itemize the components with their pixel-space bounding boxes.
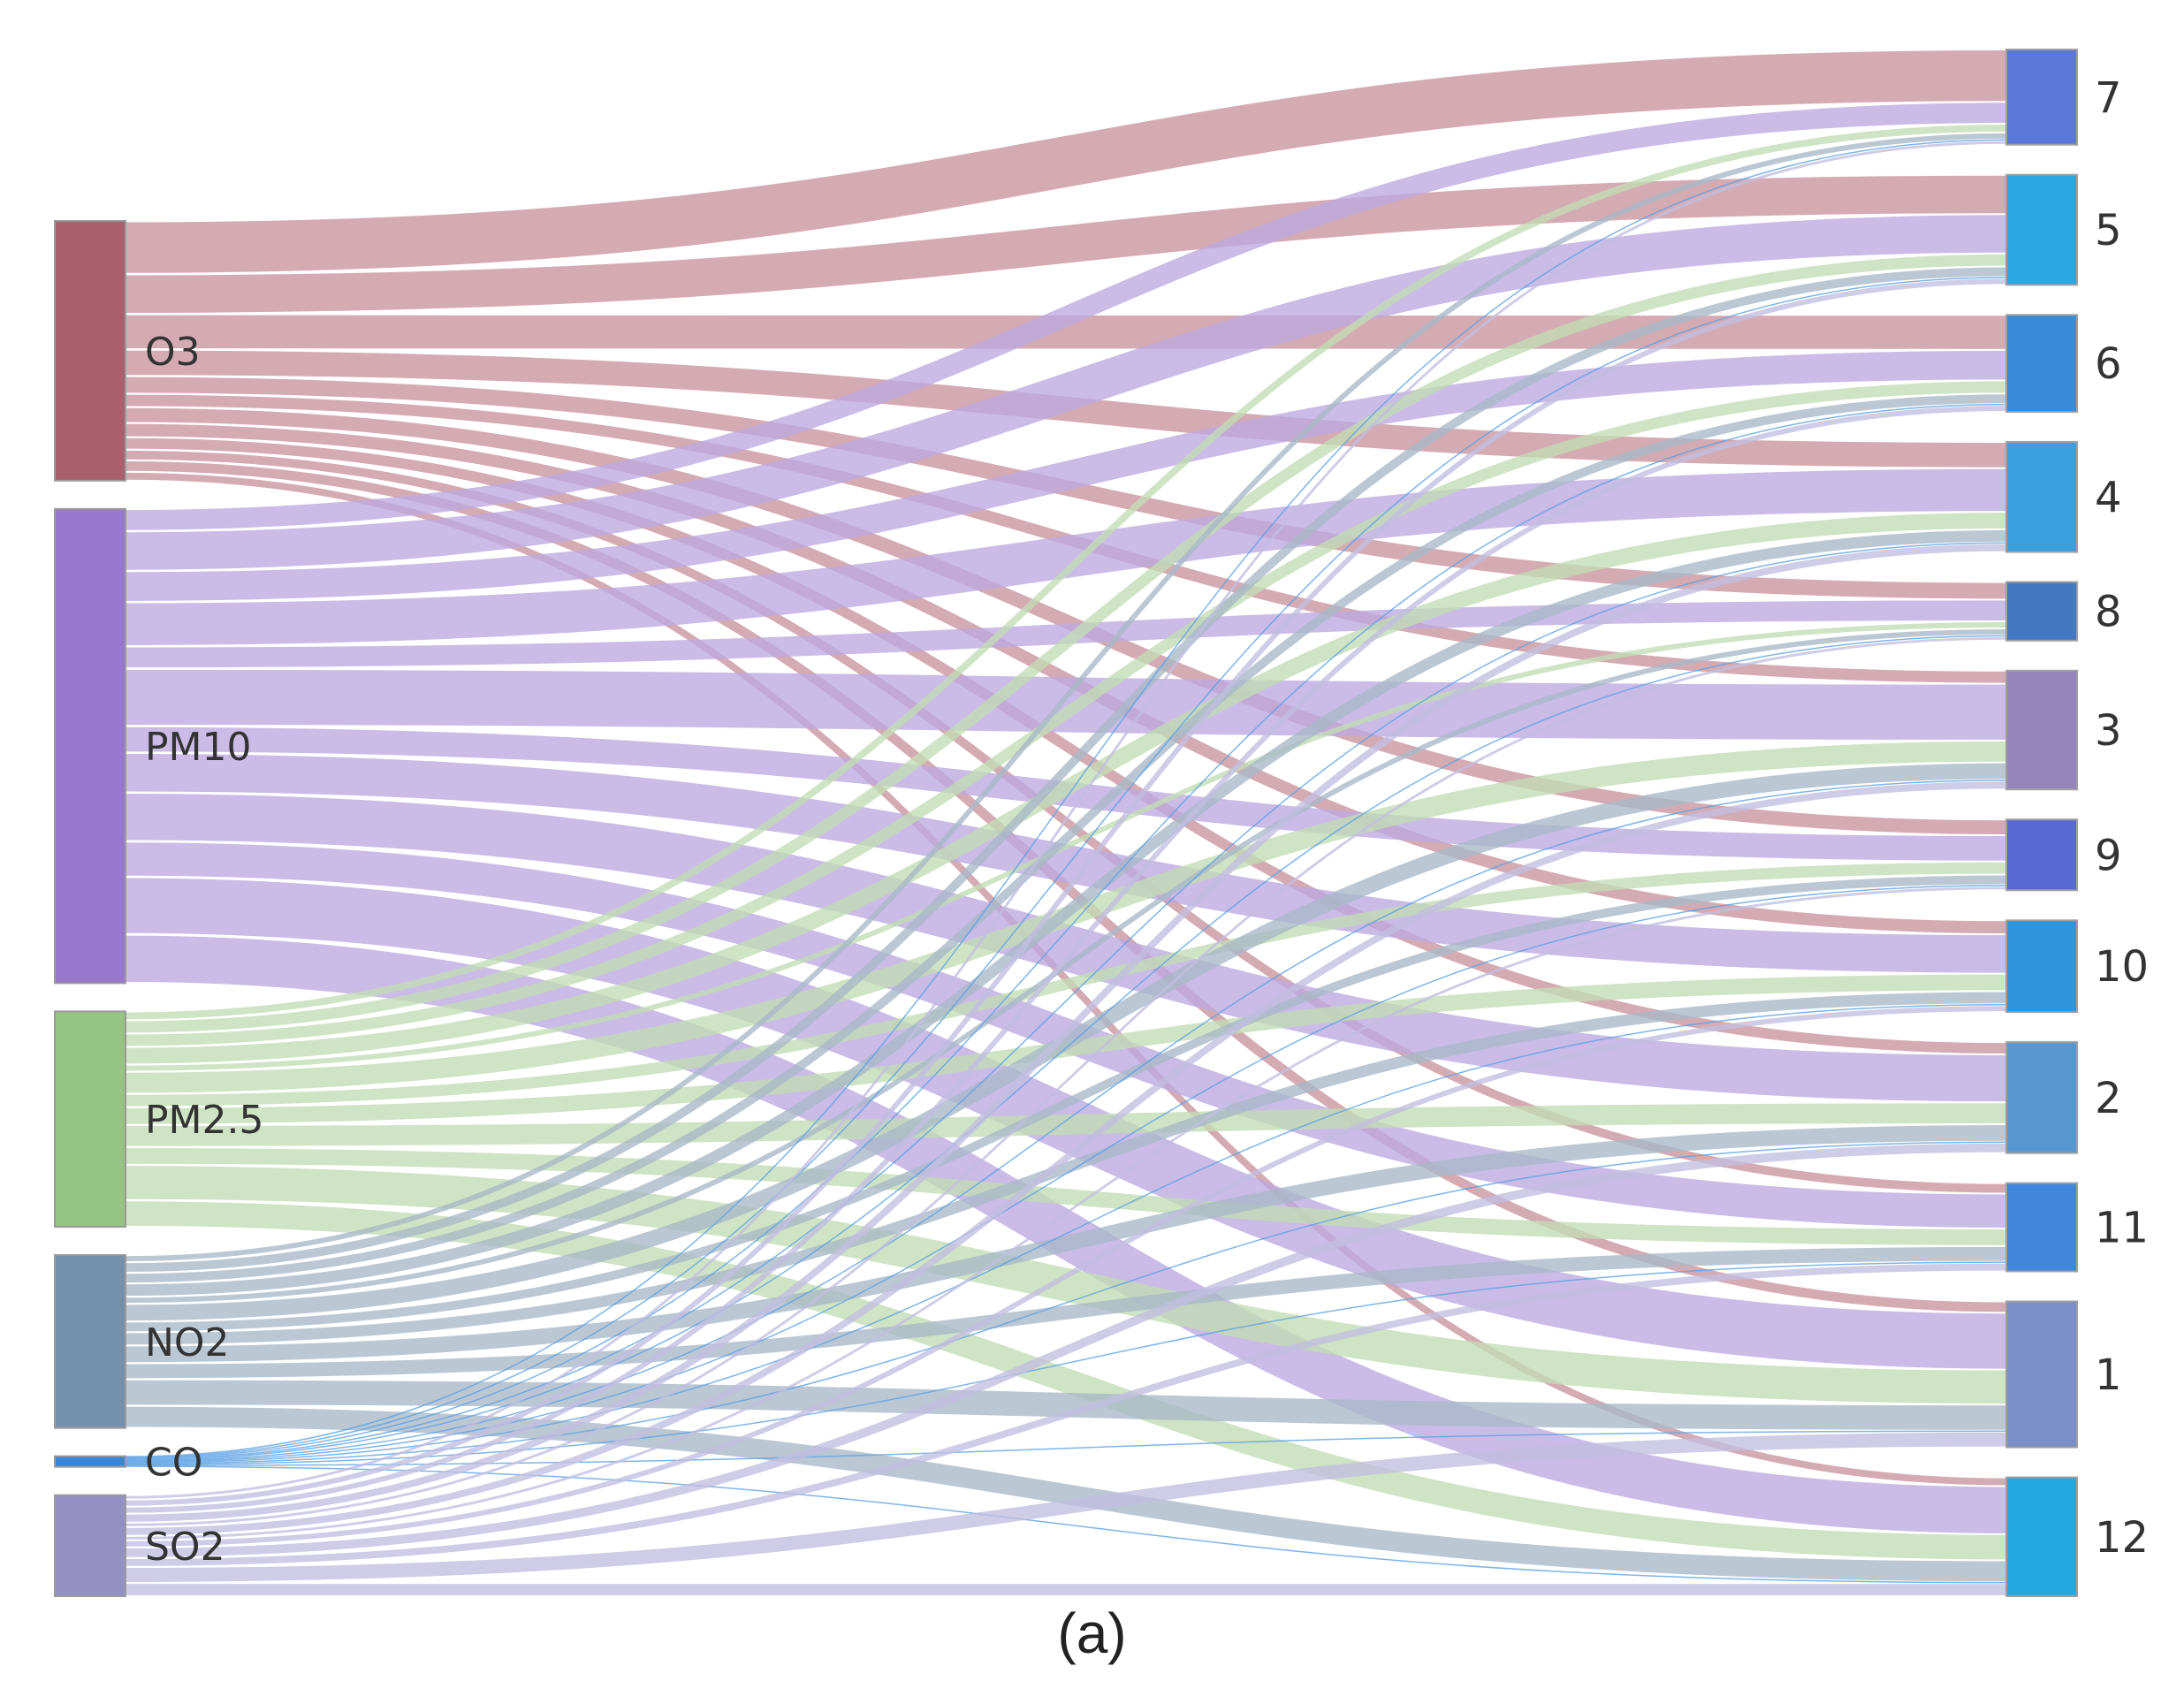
link-pm25-to-11 — [125, 1147, 2007, 1245]
target-node-6 — [2005, 314, 2078, 414]
source-node-pm10 — [54, 507, 126, 985]
link-no2-to-5 — [125, 267, 2007, 1273]
target-label-11: 11 — [2095, 1204, 2149, 1253]
target-node-8 — [2005, 581, 2078, 642]
links-layer — [125, 50, 2007, 1596]
target-label-4: 4 — [2095, 473, 2122, 522]
link-co-to-3 — [125, 780, 2007, 1462]
link-no2-to-11 — [125, 1246, 2007, 1379]
link-co-to-10 — [125, 1003, 2007, 1464]
source-node-o3 — [54, 220, 126, 482]
link-co-to-11 — [125, 1261, 2007, 1465]
link-pm10-to-4 — [125, 468, 2007, 645]
target-label-5: 5 — [2095, 206, 2122, 255]
link-pm10-to-10 — [125, 753, 2007, 973]
link-pm10-to-3 — [125, 669, 2007, 740]
link-no2-to-1 — [125, 1380, 2007, 1430]
link-pm10-to-7 — [125, 103, 2007, 530]
link-pm10-to-2 — [125, 794, 2007, 1102]
link-no2-to-4 — [125, 529, 2007, 1297]
link-pm25-to-6 — [125, 381, 2007, 1046]
link-pm25-to-1 — [125, 1166, 2007, 1404]
source-node-pm25 — [54, 1010, 126, 1229]
link-o3-to-2 — [125, 437, 2007, 1054]
target-node-7 — [2005, 49, 2078, 146]
target-node-12 — [2005, 1476, 2078, 1598]
link-no2-to-6 — [125, 394, 2007, 1283]
link-pm25-to-12 — [125, 1201, 2007, 1560]
link-pm10-to-8 — [125, 600, 2007, 668]
link-so2-to-7 — [125, 141, 2007, 1499]
target-node-1 — [2005, 1300, 2078, 1449]
link-pm10-to-6 — [125, 350, 2007, 601]
link-so2-to-11 — [125, 1263, 2007, 1566]
link-no2-to-2 — [125, 1125, 2007, 1363]
target-label-1: 1 — [2095, 1350, 2122, 1400]
source-node-no2 — [54, 1254, 126, 1429]
link-so2-to-8 — [125, 636, 2007, 1526]
link-so2-to-3 — [125, 781, 2007, 1535]
figure-caption: (a) — [1057, 1601, 1127, 1665]
target-node-4 — [2005, 441, 2078, 553]
link-co-to-2 — [125, 1141, 2007, 1464]
link-co-to-5 — [125, 277, 2007, 1458]
link-co-to-6 — [125, 403, 2007, 1459]
link-pm25-to-5 — [125, 254, 2007, 1033]
link-pm25-to-8 — [125, 622, 2007, 1071]
link-co-to-4 — [125, 542, 2007, 1460]
link-so2-to-5 — [125, 278, 2007, 1506]
link-so2-to-6 — [125, 406, 2007, 1513]
link-no2-to-8 — [125, 628, 2007, 1304]
link-so2-to-1 — [125, 1432, 2007, 1582]
link-so2-to-4 — [125, 544, 2007, 1522]
target-label-10: 10 — [2095, 942, 2149, 992]
target-label-12: 12 — [2095, 1513, 2149, 1563]
link-no2-to-10 — [125, 992, 2007, 1345]
target-node-5 — [2005, 173, 2078, 286]
link-pm25-to-9 — [125, 862, 2007, 1107]
target-node-3 — [2005, 669, 2078, 791]
link-pm25-to-7 — [125, 125, 2007, 1020]
target-label-8: 8 — [2095, 588, 2122, 637]
link-o3-to-6 — [125, 315, 2007, 349]
link-so2-to-2 — [125, 1143, 2007, 1557]
link-so2-to-9 — [125, 886, 2007, 1540]
source-label-pm25: PM2.5 — [145, 1098, 263, 1143]
target-label-2: 2 — [2095, 1074, 2122, 1123]
link-o3-to-7 — [125, 50, 2007, 273]
target-label-3: 3 — [2095, 706, 2122, 756]
source-node-so2 — [54, 1494, 126, 1597]
target-label-6: 6 — [2095, 339, 2122, 389]
source-label-no2: NO2 — [145, 1320, 230, 1365]
target-node-9 — [2005, 818, 2078, 892]
source-label-pm10: PM10 — [145, 725, 251, 770]
target-label-9: 9 — [2095, 831, 2122, 880]
link-pm25-to-2 — [125, 1103, 2007, 1146]
nodes-layer — [54, 49, 2078, 1598]
source-label-o3: O3 — [145, 330, 201, 375]
link-no2-to-3 — [125, 763, 2007, 1321]
link-no2-to-9 — [125, 875, 2007, 1332]
source-node-co — [54, 1455, 126, 1468]
target-node-10 — [2005, 919, 2078, 1014]
source-label-co: CO — [145, 1441, 202, 1486]
link-pm25-to-4 — [125, 513, 2007, 1064]
link-so2-to-10 — [125, 1006, 2007, 1547]
link-no2-to-7 — [125, 133, 2007, 1262]
target-label-7: 7 — [2095, 73, 2122, 123]
link-co-to-12 — [125, 1465, 2007, 1584]
link-co-to-8 — [125, 635, 2007, 1461]
link-co-to-1 — [125, 1430, 2007, 1466]
link-o3-to-5 — [125, 175, 2007, 313]
link-pm10-to-5 — [125, 215, 2007, 570]
source-label-so2: SO2 — [145, 1525, 225, 1570]
target-node-11 — [2005, 1182, 2078, 1273]
target-node-2 — [2005, 1041, 2078, 1154]
link-co-to-7 — [125, 139, 2007, 1457]
